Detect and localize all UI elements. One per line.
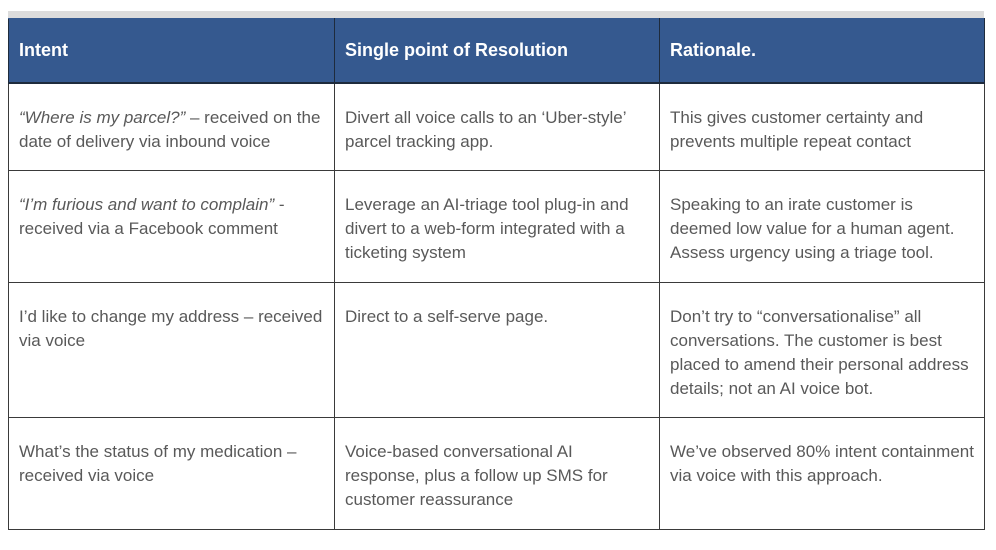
rationale-cell: Don’t try to “conversationalise” all con… <box>659 282 985 418</box>
top-band <box>8 11 984 19</box>
intent-cell: “Where is my parcel?” – received on the … <box>8 82 335 171</box>
table-row: “Where is my parcel?” – received on the … <box>8 82 985 171</box>
resolution-cell: Divert all voice calls to an ‘Uber-style… <box>334 82 660 171</box>
resolution-cell: Direct to a self-serve page. <box>334 282 660 418</box>
intent-text: – received on the date of delivery via i… <box>19 107 321 151</box>
intent-quote: “I’m furious and want to complain” <box>19 195 275 214</box>
table-row: I’d like to change my address – received… <box>8 282 985 418</box>
intent-resolution-table: Intent Single point of Resolution Ration… <box>8 18 985 530</box>
table-row: What’s the status of my medication – rec… <box>8 417 985 530</box>
intent-text: - received via a Facebook comment <box>19 195 285 238</box>
table-row: “I’m furious and want to complain” - rec… <box>8 170 985 283</box>
intent-cell: I’d like to change my address – received… <box>8 282 335 418</box>
intent-cell: “I’m furious and want to complain” - rec… <box>8 170 335 283</box>
header-intent: Intent <box>8 18 335 84</box>
rationale-cell: We’ve observed 80% intent containment vi… <box>659 417 985 530</box>
resolution-cell: Voice-based conversational AI response, … <box>334 417 660 530</box>
header-rationale: Rationale. <box>659 18 985 84</box>
table-header-row: Intent Single point of Resolution Ration… <box>8 18 985 84</box>
intent-quote: “Where is my parcel?” <box>19 107 186 127</box>
intent-text: I’d like to change my address – received… <box>19 307 323 350</box>
intent-text: What’s the status of my medication – rec… <box>19 442 297 485</box>
header-resolution: Single point of Resolution <box>334 18 660 84</box>
intent-cell: What’s the status of my medication – rec… <box>8 417 335 530</box>
rationale-cell: Speaking to an irate customer is deemed … <box>659 170 985 283</box>
rationale-cell: This gives customer certainty and preven… <box>659 82 985 171</box>
resolution-cell: Leverage an AI-triage tool plug-in and d… <box>334 170 660 283</box>
